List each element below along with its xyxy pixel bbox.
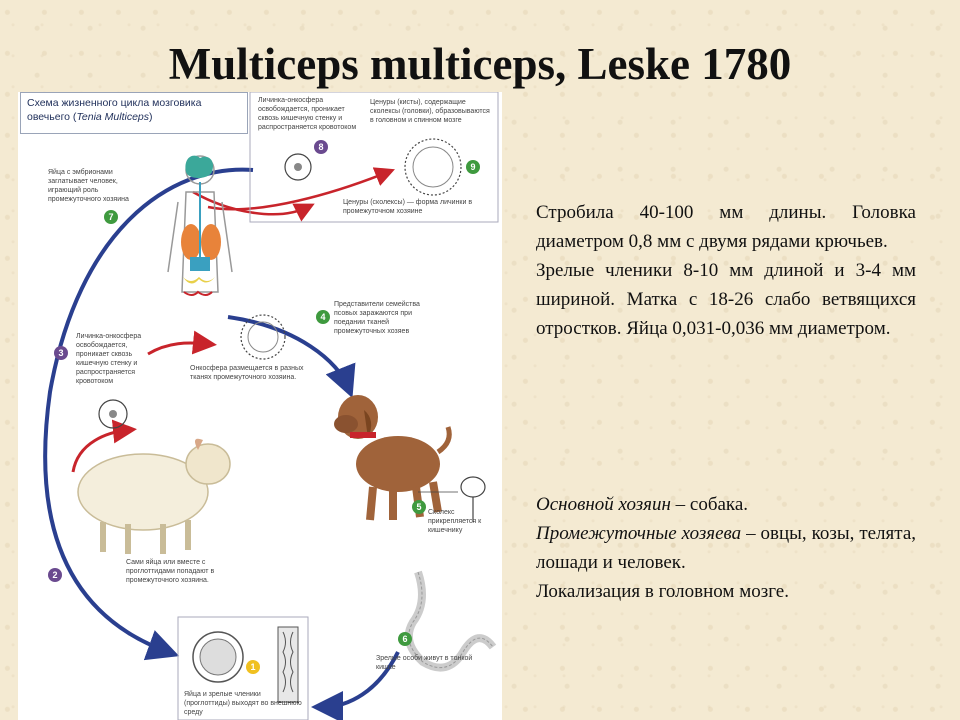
step-3-label: Личинка-онкосфера освобождается, проника… <box>76 333 142 385</box>
step-2-badge: 2 <box>48 568 62 582</box>
cycle-arrow-bottom <box>311 651 400 720</box>
description-paragraph-1: Стробила 40-100 мм длины. Головка диамет… <box>536 202 916 252</box>
localization-text: Локализация в головном мозге. <box>536 581 789 602</box>
red-arrow-human-1 <box>192 190 315 222</box>
cyst-middle <box>240 314 286 360</box>
step-2-label: Сами яйца или вместе с проглоттидами поп… <box>126 559 215 584</box>
diagram-title-line1: Схема жизненного цикла мозговика <box>27 97 202 109</box>
step-9-badge: 9 <box>466 160 480 174</box>
red-arrow-sheep <box>71 419 137 473</box>
oncosphere-note: Онкосфера размещается в разных тканях пр… <box>190 365 304 381</box>
step-1-badge: 1 <box>246 660 260 674</box>
scolex-illustration <box>418 476 486 522</box>
red-arrow-human-2 <box>207 167 395 211</box>
step-4-label: Представители семейства псовых заражаютс… <box>334 301 420 335</box>
cycle-arrow-right <box>227 315 356 399</box>
step-5-label: Сколекс прикрепляется к кишечнику <box>428 509 482 534</box>
step-6-label: Зрелые особи живут в тонкой кишке <box>376 655 473 671</box>
intermediate-hosts-label: Промежуточные хозяева <box>536 523 742 544</box>
diagram-title-line2-start: овечьего ( <box>27 111 77 123</box>
step-8-badge: 8 <box>314 140 328 154</box>
hosts-block: Основной хозяин – собака. Промежуточные … <box>536 490 916 606</box>
tapeworm-illustration <box>404 570 497 672</box>
human-cycle-box <box>249 92 499 223</box>
step-7-label: Яйца с эмбрионами заглатывает человек, и… <box>48 169 129 203</box>
slide-title: Multiceps multiceps, Leske 1780 <box>168 39 792 89</box>
description-paragraph-2: Зрелые членики 8-10 мм длиной и 3-4 мм ш… <box>536 260 916 339</box>
main-host-value: – собака. <box>670 494 749 515</box>
oncosphere-top <box>284 153 312 181</box>
coenurus-note: Ценуры (сколексы) — форма личинки в пром… <box>343 199 473 215</box>
red-arrow-oncosphere <box>147 330 217 356</box>
diagram-title: Схема жизненного цикла мозговика овечьег… <box>20 92 248 134</box>
step-8-label: Личинка-онкосфера освобождается, проника… <box>258 97 357 131</box>
dog-illustration <box>334 395 452 521</box>
step-5-badge: 5 <box>412 500 426 514</box>
step-4-badge: 4 <box>316 310 330 324</box>
diagram-title-species: Tenia Multiceps <box>76 111 150 123</box>
human-figure <box>167 155 233 296</box>
proglottid-illustration <box>277 626 299 703</box>
cycle-illustration <box>43 92 499 720</box>
step-6-badge: 6 <box>398 632 412 646</box>
step-9-label: Ценуры (кисты), содержащие сколексы (гол… <box>370 99 490 124</box>
description-block: Стробила 40-100 мм длины. Головка диамет… <box>536 198 916 343</box>
main-host-label: Основной хозяин <box>536 494 671 515</box>
step-3-badge: 3 <box>54 346 68 360</box>
egg-box <box>177 616 309 720</box>
diagram-title-line2-end: ) <box>149 111 153 123</box>
cyst-brain <box>404 138 462 196</box>
sheep-illustration <box>77 438 231 554</box>
oncosphere-left <box>98 399 128 429</box>
life-cycle-diagram: Схема жизненного цикла мозговика овечьег… <box>18 92 502 720</box>
egg-illustration <box>192 631 244 683</box>
step-1-label: Яйца и зрелые членики (проглоттиды) выхо… <box>184 691 302 716</box>
cycle-arrow-left <box>43 167 254 661</box>
step-7-badge: 7 <box>104 210 118 224</box>
intermediate-hosts-value: – овцы, козы, телята, лошади и человек. <box>536 523 916 573</box>
